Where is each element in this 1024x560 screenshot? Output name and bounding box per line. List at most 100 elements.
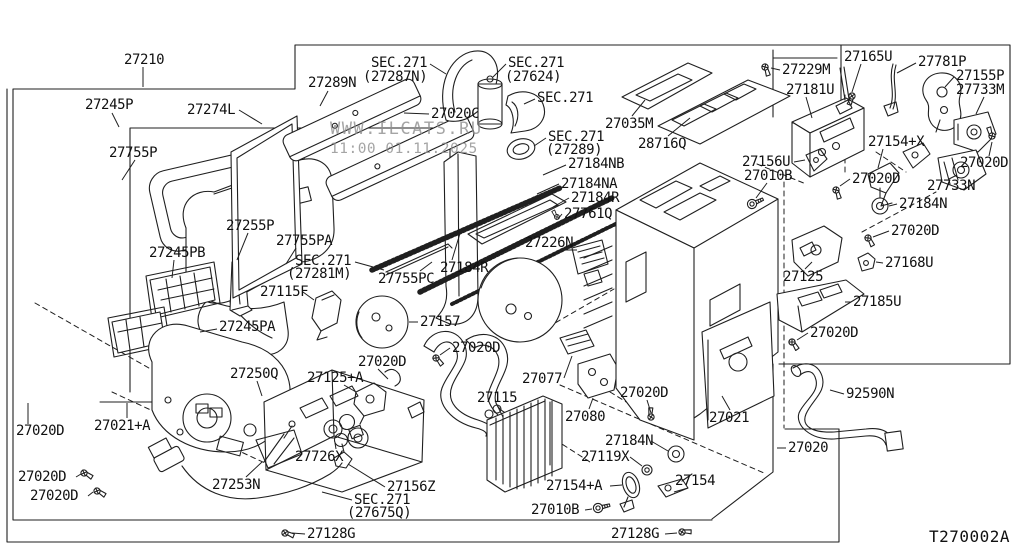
- part-label-27115f: 27115F: [260, 284, 309, 300]
- part-label-27156u: 27156U: [742, 154, 791, 170]
- part-label-27154-x: 27154+X: [868, 134, 925, 150]
- part-label-27020d: 27020D: [891, 223, 940, 239]
- part-label-27245pa: 27245PA: [219, 319, 276, 335]
- part-label-27020d: 27020D: [30, 488, 79, 504]
- part-label-27154: 27154: [675, 473, 716, 489]
- part-label-27128g: 27128G: [611, 526, 660, 542]
- filter-27274L: [230, 115, 303, 299]
- part-label-27155p: 27155P: [956, 68, 1005, 84]
- part-label-sec-271: SEC.271: [354, 492, 411, 508]
- part-label-27245p: 27245P: [85, 97, 134, 113]
- part-label-27184n: 27184N: [605, 433, 654, 449]
- part-label-27184r: 27184R: [571, 190, 620, 206]
- grommet-27119X: [641, 464, 653, 476]
- part-label-27184na: 27184NA: [561, 176, 618, 192]
- heater-unit-housing: [583, 162, 779, 441]
- part-label-27226n: 27226N: [525, 235, 574, 251]
- part-label-27184n: 27184N: [899, 196, 948, 212]
- heater-hoses: [384, 330, 539, 437]
- part-label-27021-a: 27021+A: [94, 418, 151, 434]
- bracket-27080: [577, 353, 619, 399]
- part-label--27281m-: (27281M): [287, 266, 352, 282]
- part-label-27755pc: 27755PC: [378, 271, 435, 287]
- part-label-27020d: 27020D: [18, 469, 67, 485]
- damper-27184N-bottom: [667, 445, 685, 463]
- grille-27245PB: [145, 261, 221, 320]
- part-label-27154-a: 27154+A: [546, 478, 603, 494]
- part-label-27755p: 27755P: [109, 145, 158, 161]
- case-27021: [701, 301, 775, 429]
- part-label-27020d: 27020D: [358, 354, 407, 370]
- part-label-27726x: 27726X: [295, 449, 344, 465]
- diagram-code: T270002A: [929, 527, 1011, 546]
- damper-27184N-right: [871, 187, 889, 215]
- bracket-27115F: [311, 290, 342, 341]
- watermark-timestamp: 11:00 01.11.2025: [330, 141, 478, 157]
- part-label-27156z: 27156Z: [387, 479, 436, 495]
- ring-27154A: [619, 471, 641, 513]
- part-label-27168u: 27168U: [885, 255, 934, 271]
- part-label-27021: 27021: [709, 410, 750, 426]
- duct-27185U: [776, 279, 865, 333]
- watermark: WWW.ILCATS.RU 11:00 01.11.2025: [330, 119, 483, 157]
- harness-27675Q: [147, 437, 353, 500]
- part-label-27761q: 27761Q: [564, 206, 613, 222]
- levers-27154X: [867, 142, 931, 207]
- part-label-sec-271: SEC.271: [508, 55, 565, 71]
- case-27250Q: [263, 369, 425, 493]
- blower-motor: [477, 257, 563, 343]
- amp-27077: [559, 329, 595, 355]
- part-label-27128g: 27128G: [307, 526, 356, 542]
- part-label-27165u: 27165U: [844, 49, 893, 65]
- part-label-27250q: 27250Q: [230, 366, 279, 382]
- part-label-27733m: 27733M: [956, 82, 1005, 98]
- part-label-27289n: 27289N: [308, 75, 357, 91]
- part-label-27020c: 27020C: [431, 106, 480, 122]
- part-label-sec-271: SEC.271: [295, 253, 352, 269]
- control-27181U: [791, 66, 865, 178]
- actuator-27155P: [922, 72, 962, 133]
- part-label-27080: 27080: [565, 409, 606, 425]
- part-label--27624-: (27624): [505, 69, 562, 85]
- part-label-sec-271: SEC.271: [371, 55, 428, 71]
- part-label-27010b: 27010B: [744, 168, 793, 184]
- part-label-27125-a: 27125+A: [307, 370, 364, 386]
- part-label-27119x: 27119X: [581, 449, 630, 465]
- part-label-27210: 27210: [124, 52, 165, 68]
- part-label-27115: 27115: [477, 390, 518, 406]
- part-label-27077: 27077: [522, 371, 563, 387]
- part-label-27035m: 27035M: [605, 116, 654, 132]
- part-label-27781p: 27781P: [918, 54, 967, 70]
- part-label-27020: 27020: [788, 440, 829, 456]
- bracket-27125A: [353, 382, 387, 425]
- part-label-27020d: 27020D: [452, 340, 501, 356]
- part-label--27287n-: (27287N): [363, 69, 428, 85]
- part-label-27733n: 27733N: [927, 178, 976, 194]
- wheel-27157: [355, 295, 409, 349]
- watermark-site: WWW.ILCATS.RU: [330, 119, 483, 139]
- part-label-27020d: 27020D: [810, 325, 859, 341]
- part-label-27125: 27125: [783, 269, 824, 285]
- part-label-27020d: 27020D: [852, 171, 901, 187]
- wedge-27156U: [805, 148, 828, 172]
- motor-27733N: [937, 149, 987, 191]
- part-label-27185u: 27185U: [853, 294, 902, 310]
- part-label--27289-: (27289): [546, 142, 603, 158]
- part-label-28716q: 28716Q: [638, 136, 687, 152]
- part-label-27157: 27157: [420, 314, 461, 330]
- part-label-27184r: 27184R: [440, 260, 489, 276]
- part-label-27020d: 27020D: [620, 385, 669, 401]
- part-label-27020d: 27020D: [16, 423, 65, 439]
- part-label-sec-271: SEC.271: [537, 90, 594, 106]
- part-label-27181u: 27181U: [786, 82, 835, 98]
- part-label-27274l: 27274L: [187, 102, 236, 118]
- clip-27168U: [857, 252, 876, 272]
- bracket-27125: [791, 225, 843, 277]
- part-label-27184nb: 27184NB: [568, 156, 625, 172]
- part-label-27010b: 27010B: [531, 502, 580, 518]
- rod-27781P: [883, 63, 899, 117]
- part-label-sec-271: SEC.271: [548, 129, 605, 145]
